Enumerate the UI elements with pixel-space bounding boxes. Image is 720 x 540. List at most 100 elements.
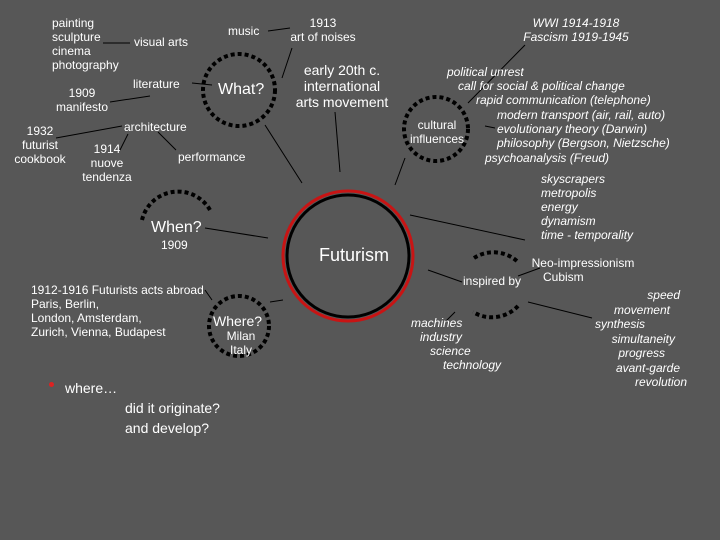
where-city: Milan (226, 329, 256, 343)
visual-arts-item: sculpture (52, 30, 101, 44)
cultural-line-3: modern transport (air, rail, auto) (497, 108, 666, 122)
inspired-art-list: Neo-impressionism (528, 256, 638, 270)
international-line: arts movement (295, 94, 389, 110)
manifesto-line: 1909 (68, 86, 96, 100)
connector-noises (281, 47, 293, 79)
core-ring-inner (285, 193, 411, 319)
center-title: Futurism (319, 245, 390, 265)
art-of-noises-line: art of noises (290, 30, 356, 44)
cultural-line-4: evolutionary theory (Darwin) (497, 122, 648, 136)
what-node-ring (201, 52, 277, 128)
visual-arts-item: cinema (52, 44, 91, 58)
where-city: Italy (229, 343, 252, 357)
connector-cookbook (55, 125, 123, 139)
themes-list: skyscrapers metropolis energy dynamism t… (541, 172, 633, 242)
question-line-1: did it originate? (125, 400, 220, 416)
connector-manifesto (109, 95, 151, 103)
music-label: music (228, 24, 260, 38)
machines-line-0: machines (411, 316, 463, 330)
history-label: WWI 1914-1918 Fascism 1919-1945 (514, 16, 638, 44)
inspired-node-arc (471, 250, 520, 320)
connector-cultural-center (394, 157, 406, 186)
cultural-line-2: rapid communication (telephone) (476, 93, 651, 107)
literature-label: literature (133, 77, 180, 91)
connector-international (334, 111, 341, 173)
speed-line-1: movement (613, 303, 670, 317)
connector-themes (409, 214, 526, 241)
speed-line-2: synthesis (594, 317, 645, 331)
international-line: international (303, 78, 381, 94)
cookbook-line: 1932 (26, 124, 54, 138)
cultural-line-5: philosophy (Bergson, Nietzsche) (497, 136, 670, 150)
speed-line-4: progress (618, 346, 665, 360)
where-heading: Where? (213, 313, 263, 329)
nuove-tendenze-line: nuove (90, 156, 124, 170)
nuove-tendenze-line: 1914 (93, 142, 121, 156)
machines-line-2: science (430, 344, 471, 358)
what-heading: What? (218, 81, 265, 98)
architecture-label: architecture (124, 120, 187, 134)
theme-item: skyscrapers (541, 172, 606, 186)
connector-art (517, 267, 541, 277)
international-line: early 20th c. (303, 62, 381, 78)
theme-item: metropolis (541, 186, 597, 200)
history-line: WWI 1914-1918 (532, 16, 620, 30)
speed-line-0: speed (647, 288, 680, 302)
cultural-node-ring (402, 95, 470, 163)
bullet-point (49, 382, 54, 387)
nuove-tendenze-line: tendenza (82, 170, 132, 184)
abroad-line: 1912-1916 Futurists acts abroad (31, 283, 204, 297)
manifesto-line: manifesto (55, 100, 109, 114)
machines-line-1: industry (420, 330, 463, 344)
speed-line-3: simultaneity (611, 332, 675, 346)
cultural-influences-label: cultural influences (404, 118, 470, 146)
connector-nuove-tendenze (119, 133, 129, 151)
performance-label: performance (178, 150, 246, 164)
abroad-list: 1912-1916 Futurists acts abroad Paris, B… (31, 283, 204, 339)
visual-arts-list: painting sculpture cinema photography (52, 16, 119, 72)
visual-arts-item: painting (52, 16, 95, 30)
core-ring-outer (281, 189, 415, 323)
connector-cultural-history (467, 44, 526, 104)
cookbook-line: cookbook (14, 152, 66, 166)
abroad-line: Paris, Berlin, (31, 297, 100, 311)
inspired-by-label: inspired by (463, 274, 522, 288)
art-of-noises-line: 1913 (309, 16, 337, 30)
inspired-art-item-cubism: Cubism (543, 270, 584, 284)
international-label: early 20th c. international arts movemen… (290, 62, 394, 110)
when-node-arc (140, 189, 212, 221)
speed-line-6: revolution (634, 375, 687, 389)
connector-performance (157, 131, 177, 151)
cookbook-label: 1932 futurist cookbook (10, 124, 70, 166)
abroad-line: London, Amsterdam, (31, 311, 142, 325)
visual-arts-label: visual arts (134, 35, 189, 49)
inspired-art-item: Neo-impressionism (531, 256, 635, 270)
where-node-ring (207, 294, 271, 358)
cultural-line-6: psychoanalysis (Freud) (485, 151, 610, 165)
connector-cultural-list (484, 125, 496, 129)
when-year: 1909 (161, 238, 188, 252)
abroad-line: Zurich, Vienna, Budapest (31, 325, 166, 339)
machines-line-3: technology (443, 358, 502, 372)
theme-item: dynamism (541, 214, 596, 228)
manifesto-label: 1909 manifesto (52, 86, 112, 114)
visual-arts-item: photography (52, 58, 119, 72)
cookbook-line: futurist (21, 138, 58, 152)
history-line: Fascism 1919-1945 (523, 30, 629, 44)
nuove-tendenze-label: 1914 nuove tendenza (78, 142, 136, 184)
connector-speed (527, 301, 593, 319)
question-line-0: where… (65, 380, 118, 396)
where-cities: Milan Italy (218, 329, 264, 357)
theme-item: time - temporality (541, 228, 634, 242)
cultural-line-1: call for social & political change (458, 79, 625, 93)
speed-line-5: avant-garde (615, 361, 680, 375)
connector-where (269, 299, 284, 303)
art-of-noises-label: 1913 art of noises (286, 16, 360, 44)
connector-what-center (264, 124, 303, 184)
cultural-label-line: cultural (417, 118, 457, 132)
connector-when (204, 227, 269, 239)
cultural-line-0: political unrest (447, 65, 524, 79)
cultural-label-line: influences (409, 132, 465, 146)
connector-music (267, 27, 291, 32)
